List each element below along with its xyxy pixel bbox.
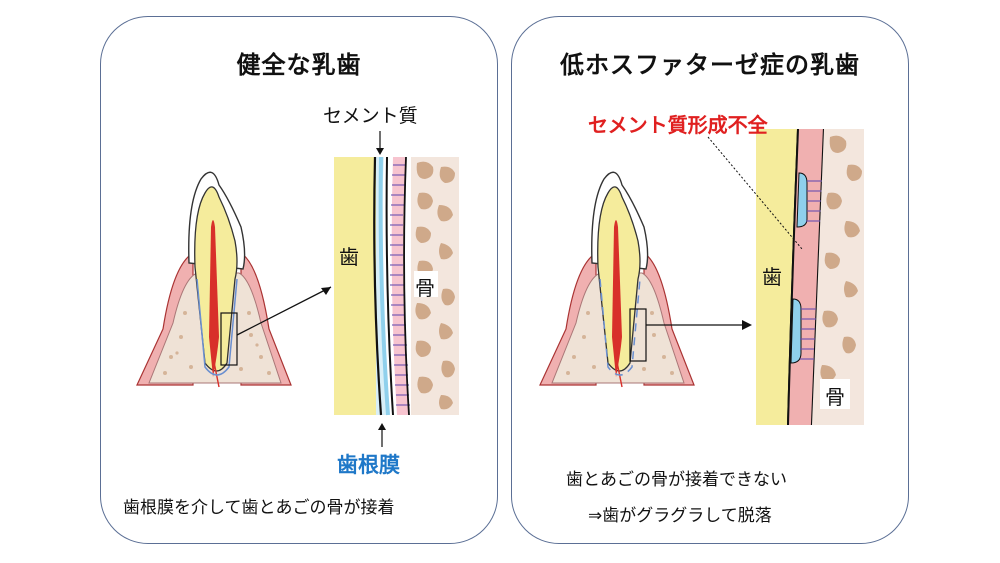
- healthy-tooth-illustration: [136, 131, 459, 447]
- hpp-tooth-illustration: [539, 128, 864, 426]
- defect-label: セメント質形成不全: [588, 113, 768, 137]
- tooth-diagram: [539, 171, 752, 388]
- hpp-tooth-panel: 低ホスファターゼ症の乳歯: [511, 16, 909, 544]
- bone-label: 骨: [825, 385, 845, 409]
- cementum-label: セメント質: [323, 105, 418, 127]
- healthy-tooth-panel: 健全な乳歯: [100, 16, 498, 544]
- bone-label: 骨: [415, 276, 435, 300]
- panel-title: 健全な乳歯: [236, 51, 362, 79]
- caption-line-2: ⇒歯がグラグラして脱落: [588, 506, 772, 526]
- panel-caption: 歯根膜を介して歯とあごの骨が接着: [123, 498, 395, 518]
- tooth-label: 歯: [762, 265, 782, 289]
- panel-title: 低ホスファターゼ症の乳歯: [560, 51, 860, 79]
- tooth-label: 歯: [339, 245, 359, 269]
- magnified-section: [707, 128, 864, 426]
- caption-line-1: 歯とあごの骨が接着できない: [566, 470, 787, 490]
- tooth-diagram: [136, 171, 332, 388]
- pdl-label: 歯根膜: [337, 453, 400, 477]
- magnified-section: [334, 131, 459, 447]
